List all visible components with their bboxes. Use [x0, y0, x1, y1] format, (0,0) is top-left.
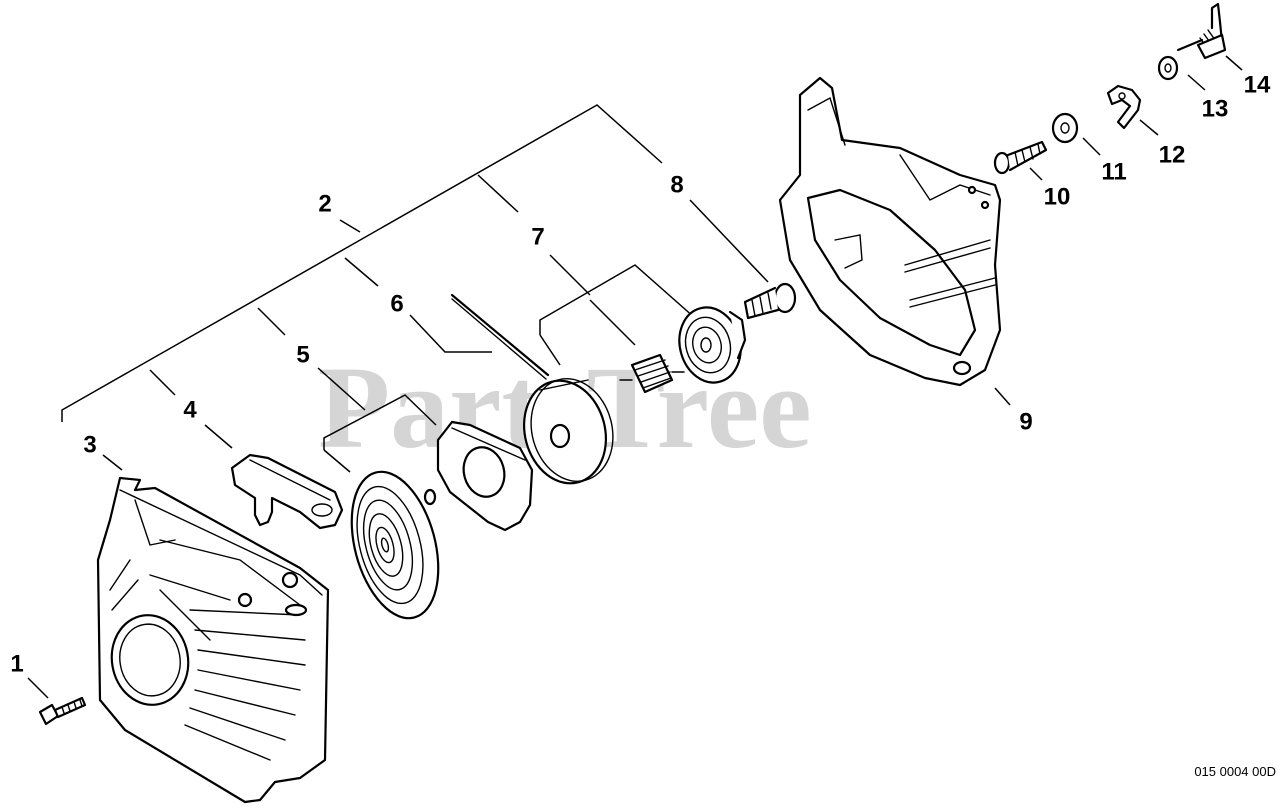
- torsion-spring-part: [1176, 2, 1227, 60]
- callout-8: 8: [670, 171, 683, 198]
- callout-10: 10: [1044, 183, 1071, 210]
- starter-handle-part: [230, 453, 344, 530]
- callout-6: 6: [390, 290, 403, 317]
- callout-5: 5: [296, 341, 309, 368]
- leader-lines: [27, 55, 1243, 699]
- starter-reel-part: [450, 293, 614, 485]
- callout-2: 2: [318, 190, 331, 217]
- fan-housing-part: [778, 76, 1002, 387]
- callout-9: 9: [1019, 408, 1032, 435]
- center-bolt-part: [743, 282, 797, 320]
- callout-labels: 1 2 3 4 5 6 7 8 9 10 11 12 13 14: [10, 71, 1271, 677]
- callout-12: 12: [1159, 141, 1186, 168]
- clip-part: [1106, 84, 1142, 130]
- callout-14: 14: [1244, 71, 1271, 98]
- callout-1: 1: [10, 650, 23, 677]
- recoil-spring-part: [350, 470, 440, 620]
- callout-13: 13: [1202, 95, 1229, 122]
- starter-cover-part: [96, 476, 330, 804]
- housing-screw-part: [993, 140, 1048, 175]
- callout-11: 11: [1101, 158, 1126, 185]
- spring-plate-part: [436, 420, 534, 532]
- washer-part: [1051, 112, 1079, 144]
- cover-screw-part: [38, 696, 87, 726]
- pawl-spring-part: [619, 353, 685, 394]
- callout-3: 3: [83, 431, 96, 458]
- diagram-reference-code: 015 0004 00D: [1194, 764, 1276, 779]
- callout-7: 7: [531, 223, 544, 250]
- pulley-part: [678, 306, 747, 384]
- callout-4: 4: [183, 396, 197, 423]
- small-washer-part: [1157, 55, 1179, 81]
